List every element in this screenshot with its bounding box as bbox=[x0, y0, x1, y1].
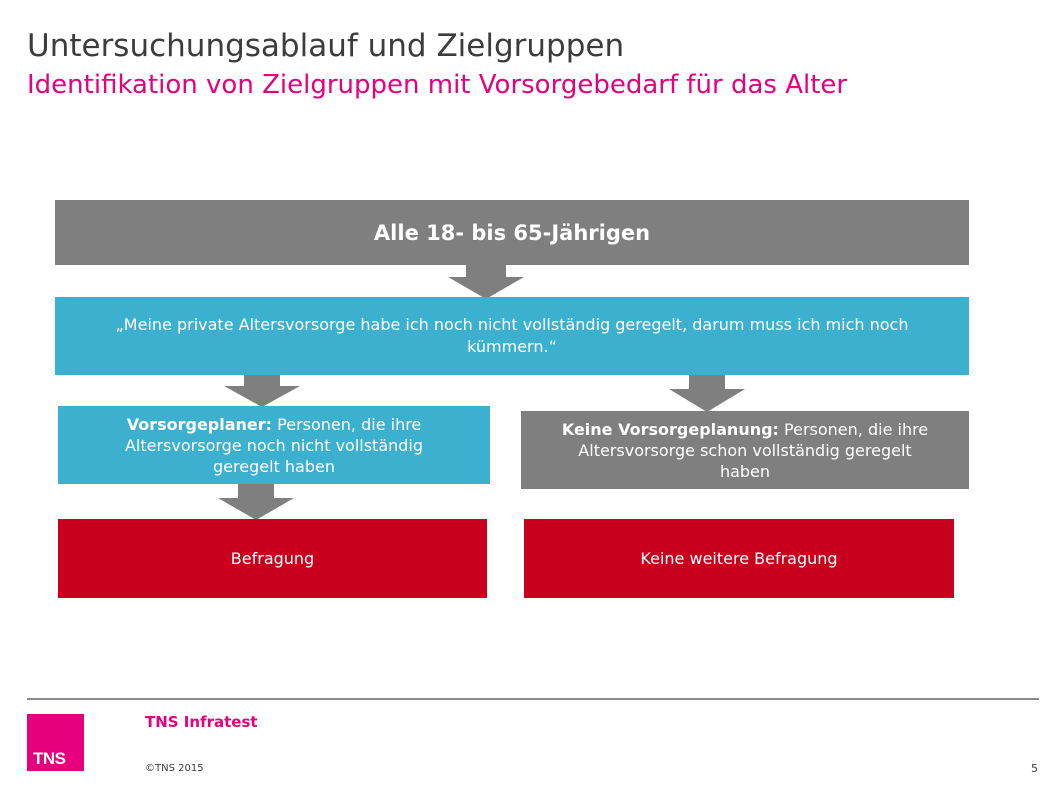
arrow-down-icon bbox=[218, 484, 294, 520]
footer-divider bbox=[27, 698, 1039, 700]
keine-weitere-befragung-label: Keine weitere Befragung bbox=[640, 549, 838, 568]
keine-vorsorgeplanung-box: Keine Vorsorgeplanung: Personen, die ihr… bbox=[521, 411, 969, 489]
befragung-label: Befragung bbox=[230, 549, 315, 568]
company-name: TNS Infratest bbox=[145, 713, 258, 731]
quote-box: „Meine private Altersvorsorge habe ich n… bbox=[55, 297, 969, 375]
tns-logo: TNS bbox=[27, 714, 84, 771]
quote-text: „Meine private Altersvorsorge habe ich n… bbox=[115, 315, 909, 356]
keine-vorsorgeplanung-text: Keine Vorsorgeplanung: Personen, die ihr… bbox=[551, 419, 939, 482]
all-respondents-box: Alle 18- bis 65-Jährigen bbox=[55, 200, 969, 265]
keine-vorsorgeplanung-label: Keine Vorsorgeplanung: bbox=[561, 419, 779, 439]
arrow-down-icon bbox=[224, 375, 300, 407]
vorsorgeplaner-description: Personen, die ihre Altersvorsorge noch n… bbox=[124, 414, 424, 476]
arrow-down-icon bbox=[448, 265, 524, 299]
all-respondents-label: Alle 18- bis 65-Jährigen bbox=[373, 220, 651, 245]
logo-text: TNS bbox=[33, 749, 66, 768]
keine-weitere-befragung-box: Keine weitere Befragung bbox=[524, 519, 954, 598]
page-title: Untersuchungsablauf und Zielgruppen bbox=[27, 28, 625, 64]
arrow-down-icon bbox=[669, 375, 745, 412]
page-number: 5 bbox=[1031, 762, 1038, 775]
vorsorgeplaner-text: Vorsorgeplaner: Personen, die ihre Alter… bbox=[98, 414, 450, 477]
befragung-box: Befragung bbox=[58, 519, 487, 598]
vorsorgeplaner-label: Vorsorgeplaner: bbox=[126, 414, 273, 434]
vorsorgeplaner-box: Vorsorgeplaner: Personen, die ihre Alter… bbox=[58, 406, 490, 484]
keine-vorsorgeplanung-description: Personen, die ihre Altersvorsorge schon … bbox=[578, 419, 929, 481]
page-subtitle: Identifikation von Zielgruppen mit Vorso… bbox=[27, 70, 848, 100]
copyright: ©TNS 2015 bbox=[145, 763, 204, 774]
